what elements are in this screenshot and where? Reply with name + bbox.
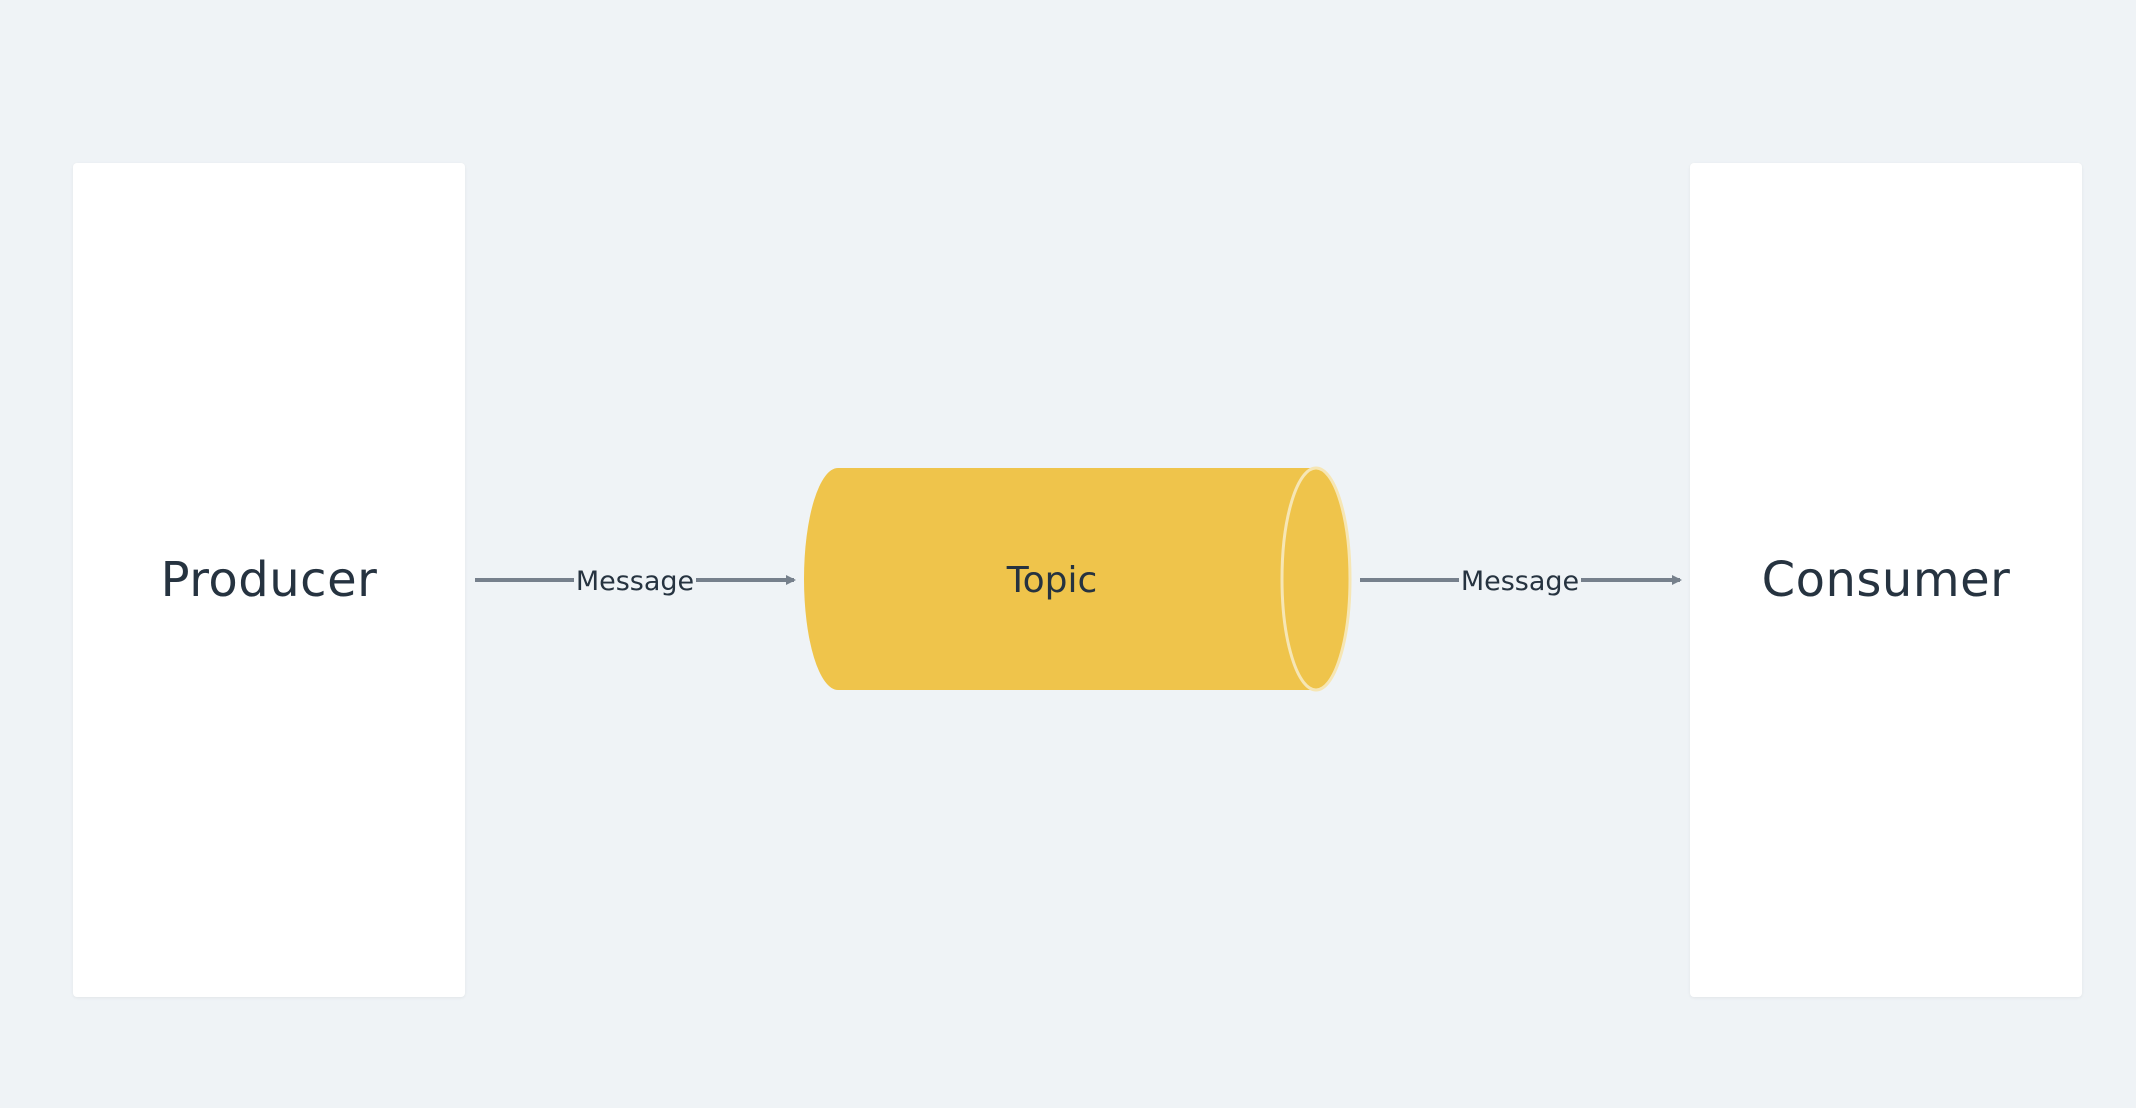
- topic-cylinder-body: [804, 468, 1350, 690]
- edge-1-label: Message: [576, 566, 694, 597]
- topic-label: Topic: [1006, 560, 1098, 601]
- edge-producer-topic: Message: [475, 566, 796, 597]
- consumer-node: Consumer: [1690, 163, 2082, 997]
- edge-topic-consumer: Message: [1360, 566, 1682, 597]
- producer-label: Producer: [160, 552, 378, 608]
- edge-2-label: Message: [1461, 566, 1579, 597]
- topic-node: Topic: [804, 466, 1352, 692]
- topic-cylinder-cap: [1280, 466, 1352, 692]
- consumer-label: Consumer: [1761, 552, 2011, 608]
- producer-node: Producer: [73, 163, 465, 997]
